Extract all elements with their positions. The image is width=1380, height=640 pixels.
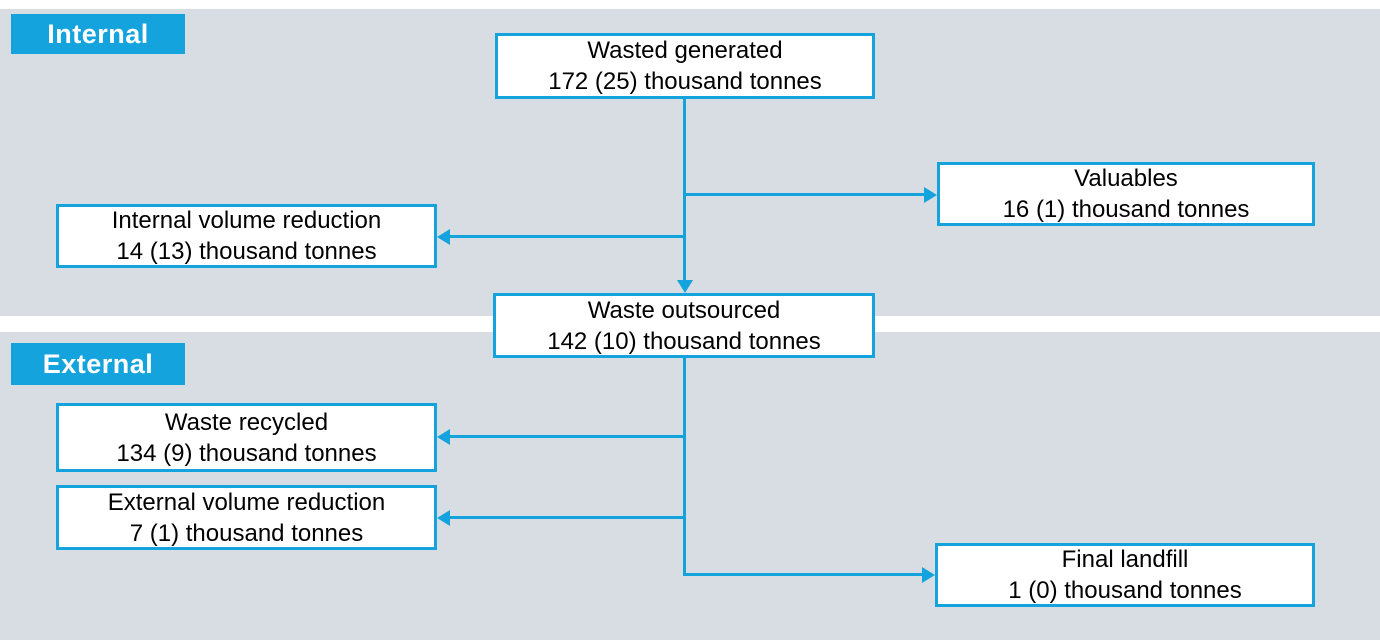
node-value: 16 (1) thousand tonnes xyxy=(1002,196,1250,223)
node-valuables: Valuables 16 (1) thousand tonnes xyxy=(937,162,1315,226)
node-value: 1 (0) thousand tonnes xyxy=(1008,577,1242,604)
node-external-volume-reduction: External volume reduction 7 (1) thousand… xyxy=(56,485,437,550)
node-title: External volume reduction xyxy=(107,488,386,516)
section-label-internal-text: Internal xyxy=(47,18,149,49)
node-value: 7 (1) thousand tonnes xyxy=(129,519,364,547)
node-value: 142 (10) thousand tonnes xyxy=(547,327,821,355)
connector-to-valuables xyxy=(683,193,925,196)
node-title: Waste recycled xyxy=(164,408,329,436)
node-final-landfill: Final landfill 1 (0) thousand tonnes xyxy=(935,543,1315,607)
node-title: Waste outsourced xyxy=(587,296,781,324)
connector-to-final-landfill xyxy=(683,573,923,576)
node-value: 14 (13) thousand tonnes xyxy=(116,238,377,265)
section-label-external: External xyxy=(11,343,185,385)
node-title: Valuables xyxy=(1074,165,1178,192)
connector-to-waste-recycled xyxy=(449,435,686,438)
arrow-down-icon xyxy=(676,280,693,293)
arrow-left-icon xyxy=(437,428,450,445)
connector-generated-to-outsourced xyxy=(683,99,686,282)
section-label-internal: Internal xyxy=(11,14,185,54)
node-waste-recycled: Waste recycled 134 (9) thousand tonnes xyxy=(56,403,437,472)
node-value: 134 (9) thousand tonnes xyxy=(116,439,377,467)
arrow-left-icon xyxy=(437,228,450,245)
node-waste-generated: Wasted generated 172 (25) thousand tonne… xyxy=(495,33,875,99)
section-label-external-text: External xyxy=(42,348,154,379)
connector-outsourced-trunk xyxy=(683,358,686,576)
arrow-right-icon xyxy=(924,186,937,203)
node-title: Internal volume reduction xyxy=(111,207,382,234)
node-value: 172 (25) thousand tonnes xyxy=(548,68,822,95)
connector-to-external-volume-reduction xyxy=(449,516,686,519)
node-waste-outsourced: Waste outsourced 142 (10) thousand tonne… xyxy=(493,293,875,358)
arrow-right-icon xyxy=(922,566,935,583)
arrow-left-icon xyxy=(437,509,450,526)
connector-to-internal-volume-reduction xyxy=(449,235,686,238)
node-title: Final landfill xyxy=(1061,546,1189,573)
node-internal-volume-reduction: Internal volume reduction 14 (13) thousa… xyxy=(56,204,437,268)
node-title: Wasted generated xyxy=(587,37,783,64)
top-white-band xyxy=(0,0,1380,9)
